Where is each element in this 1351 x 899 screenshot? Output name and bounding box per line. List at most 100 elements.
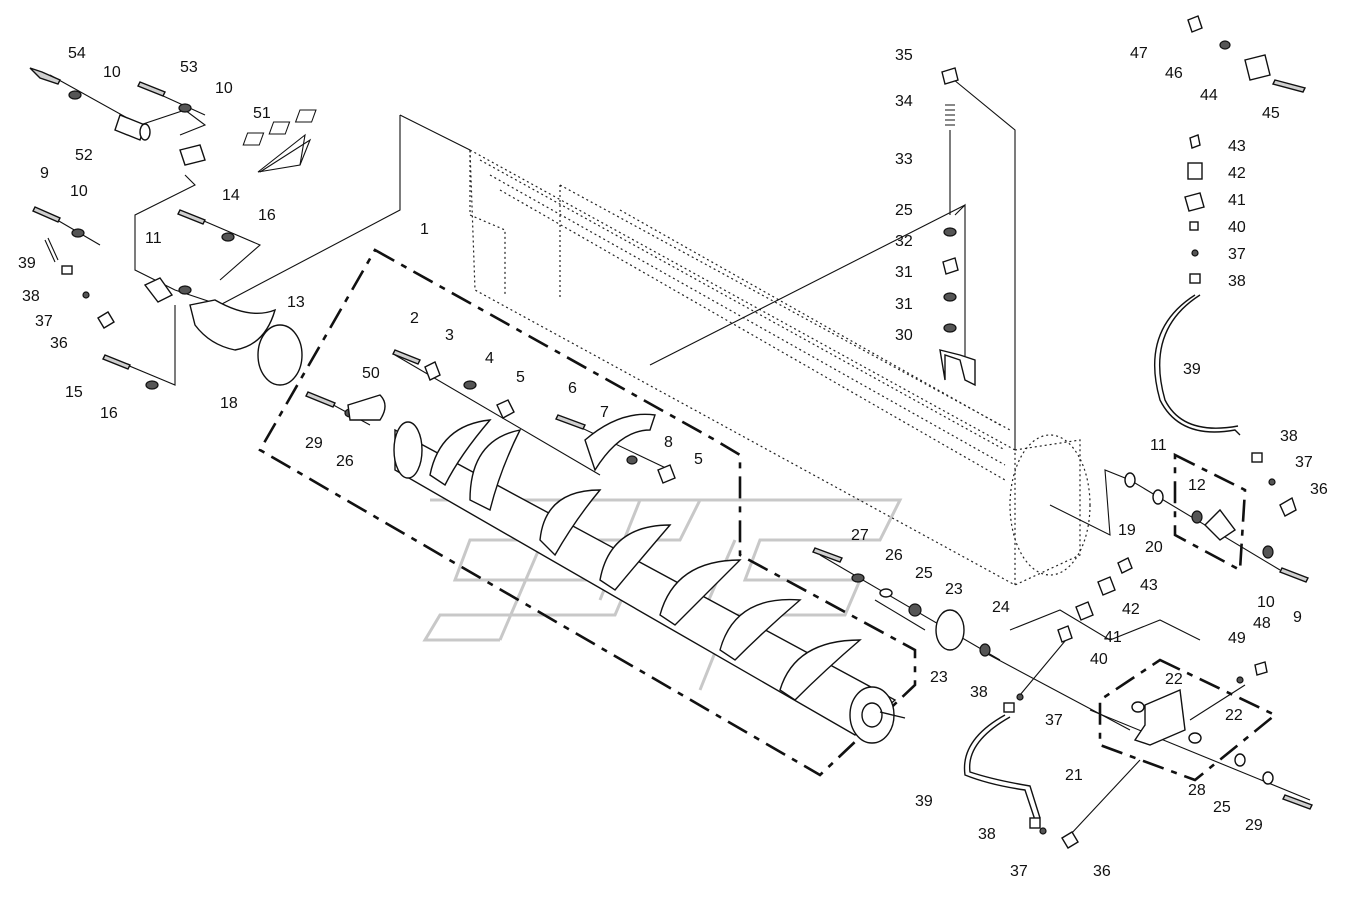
label-40: 40 bbox=[1090, 651, 1108, 668]
label-5: 5 bbox=[694, 451, 703, 468]
plate-icon bbox=[189, 299, 277, 351]
label-46: 46 bbox=[1165, 65, 1183, 82]
label-30: 30 bbox=[895, 327, 913, 344]
assembly-boxes bbox=[258, 248, 1278, 782]
label-29: 29 bbox=[305, 435, 323, 452]
label-9: 9 bbox=[1293, 609, 1302, 626]
label-38: 38 bbox=[978, 826, 996, 843]
label-9: 9 bbox=[40, 165, 49, 182]
label-44: 44 bbox=[1200, 87, 1218, 104]
label-39: 39 bbox=[1183, 361, 1201, 378]
label-7: 7 bbox=[600, 404, 609, 421]
label-10: 10 bbox=[103, 64, 121, 81]
direction-arrow-icon bbox=[242, 109, 317, 173]
label-10: 10 bbox=[70, 183, 88, 200]
label-37: 37 bbox=[1295, 454, 1313, 471]
label-21: 21 bbox=[1065, 767, 1083, 784]
label-12: 12 bbox=[1188, 477, 1206, 494]
right-middle-parts bbox=[812, 452, 1313, 849]
label-51: 51 bbox=[253, 105, 271, 122]
bolt-icon bbox=[29, 67, 61, 85]
bracket-icon bbox=[179, 144, 206, 166]
label-22: 22 bbox=[1225, 707, 1243, 724]
label-40: 40 bbox=[1228, 219, 1246, 236]
label-43: 43 bbox=[1228, 138, 1246, 155]
label-19: 19 bbox=[1118, 522, 1136, 539]
washer-icon bbox=[68, 90, 82, 100]
label-38: 38 bbox=[1228, 273, 1246, 290]
label-23: 23 bbox=[930, 669, 948, 686]
label-38: 38 bbox=[970, 684, 988, 701]
label-48: 48 bbox=[1253, 615, 1271, 632]
label-41: 41 bbox=[1104, 629, 1122, 646]
auger-tube bbox=[393, 419, 906, 744]
bushing-icon bbox=[114, 114, 146, 141]
label-38: 38 bbox=[22, 288, 40, 305]
label-45: 45 bbox=[1262, 105, 1280, 122]
label-37: 37 bbox=[1010, 863, 1028, 880]
label-50: 50 bbox=[362, 365, 380, 382]
label-18: 18 bbox=[220, 395, 238, 412]
label-28: 28 bbox=[1188, 782, 1206, 799]
label-37: 37 bbox=[1045, 712, 1063, 729]
label-54: 54 bbox=[68, 45, 86, 62]
label-37: 37 bbox=[35, 313, 53, 330]
label-27: 27 bbox=[851, 527, 869, 544]
label-53: 53 bbox=[180, 59, 198, 76]
label-26: 26 bbox=[336, 453, 354, 470]
label-49: 49 bbox=[1228, 630, 1246, 647]
label-20: 20 bbox=[1145, 539, 1163, 556]
label-16: 16 bbox=[100, 405, 118, 422]
label-23: 23 bbox=[945, 581, 963, 598]
label-31: 31 bbox=[895, 296, 913, 313]
label-47: 47 bbox=[1130, 45, 1148, 62]
label-11: 11 bbox=[1150, 437, 1167, 454]
label-52: 52 bbox=[75, 147, 93, 164]
label-29: 29 bbox=[1245, 817, 1263, 834]
label-25: 25 bbox=[1213, 799, 1231, 816]
label-10: 10 bbox=[215, 80, 233, 97]
label-33: 33 bbox=[895, 151, 913, 168]
label-35: 35 bbox=[895, 47, 913, 64]
label-6: 6 bbox=[568, 380, 577, 397]
auger-flights bbox=[429, 419, 862, 701]
label-39: 39 bbox=[915, 793, 933, 810]
label-32: 32 bbox=[895, 233, 913, 250]
label-42: 42 bbox=[1122, 601, 1140, 618]
label-26: 26 bbox=[885, 547, 903, 564]
label-24: 24 bbox=[992, 599, 1010, 616]
label-22: 22 bbox=[1165, 671, 1183, 688]
label-2: 2 bbox=[410, 310, 419, 327]
left-small-parts bbox=[29, 67, 676, 484]
label-11: 11 bbox=[145, 230, 162, 247]
label-42: 42 bbox=[1228, 165, 1246, 182]
label-10: 10 bbox=[1257, 594, 1275, 611]
right-top-parts bbox=[1153, 15, 1307, 436]
label-14: 14 bbox=[222, 187, 240, 204]
label-39: 39 bbox=[18, 255, 36, 272]
label-25: 25 bbox=[915, 565, 933, 582]
label-37: 37 bbox=[1228, 246, 1246, 263]
label-43: 43 bbox=[1140, 577, 1158, 594]
label-15: 15 bbox=[65, 384, 83, 401]
label-36: 36 bbox=[50, 335, 68, 352]
callout-labels: 54 10 53 10 51 52 9 10 14 16 11 39 38 37… bbox=[18, 45, 1328, 880]
label-36: 36 bbox=[1310, 481, 1328, 498]
label-16: 16 bbox=[258, 207, 276, 224]
label-31: 31 bbox=[895, 264, 913, 281]
label-25: 25 bbox=[895, 202, 913, 219]
label-41: 41 bbox=[1228, 192, 1246, 209]
label-34: 34 bbox=[895, 93, 913, 110]
spring-assembly bbox=[939, 67, 976, 387]
label-1: 1 bbox=[420, 221, 429, 238]
label-8: 8 bbox=[664, 434, 673, 451]
label-5: 5 bbox=[516, 369, 525, 386]
label-13: 13 bbox=[287, 294, 305, 311]
label-3: 3 bbox=[445, 327, 454, 344]
label-36: 36 bbox=[1093, 863, 1111, 880]
label-4: 4 bbox=[485, 350, 494, 367]
bearing-flange-icon bbox=[143, 277, 174, 303]
auger-housing-frame bbox=[469, 148, 1091, 587]
label-38: 38 bbox=[1280, 428, 1298, 445]
